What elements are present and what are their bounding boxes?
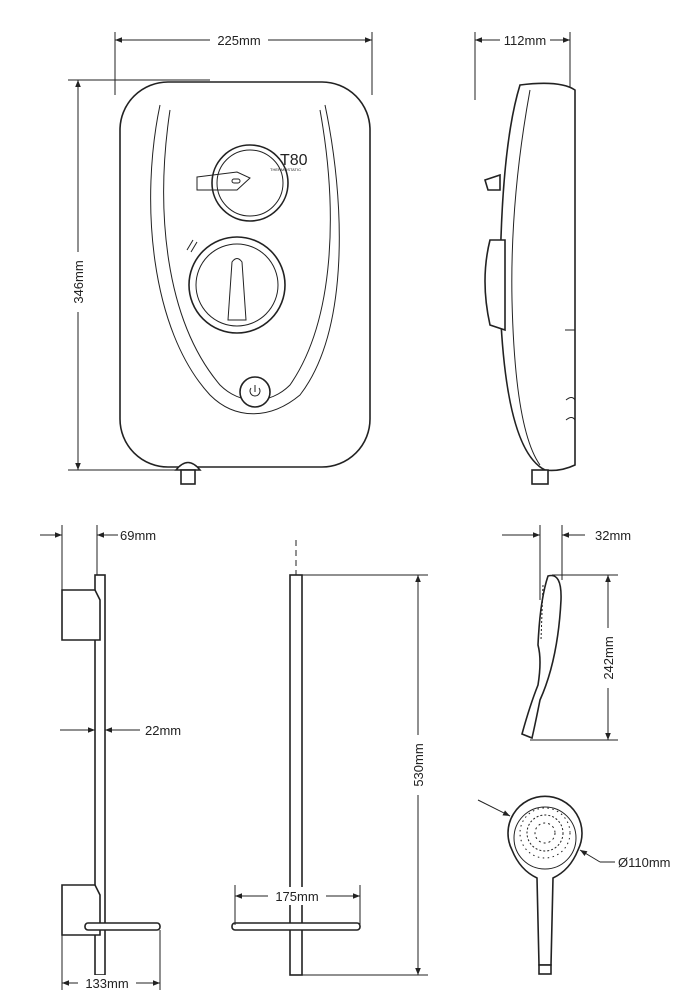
front-panel-outline [150,104,340,415]
handset-length-label: 242mm [601,636,616,679]
width-label: 225mm [217,33,260,48]
rail-offset-label: 69mm [120,528,156,543]
soap-dish [84,922,161,931]
top-bracket [61,589,101,641]
rail-front [289,574,303,976]
rail-side-view: 69mm 22mm 133mm [40,525,181,993]
handset-side-view: 32mm 242mm [502,525,631,741]
rail-length-label: 530mm [411,743,426,786]
depth-label: 112mm [504,33,546,48]
rail-front-view: 175mm 530mm [231,540,428,976]
unit-side-body [499,82,576,472]
handset-side [521,574,562,740]
side-inlet [531,469,549,485]
soap-dish-front [231,922,361,931]
handset-depth-label: 32mm [595,528,631,543]
handset-front-view: Ø110mm [477,795,671,975]
bracket-projection-label: 133mm [85,976,128,991]
handset-connector [538,964,552,975]
soap-dish-width-label: 175mm [275,889,318,904]
rail-diameter-label: 22mm [145,723,181,738]
logo-subtitle: THERMOSTATIC [270,167,301,172]
inlet-connector [174,461,202,471]
power-dial [188,236,286,334]
height-label: 346mm [71,260,86,303]
temperature-dial [211,144,289,222]
side-view: 112mm [474,31,576,485]
front-view: 225mm 346mm T80 THERMOSTATIC [68,31,373,485]
head-diameter-label: Ø110mm [618,855,671,870]
logo-model: T80 [280,152,308,169]
handset-front [507,795,583,966]
